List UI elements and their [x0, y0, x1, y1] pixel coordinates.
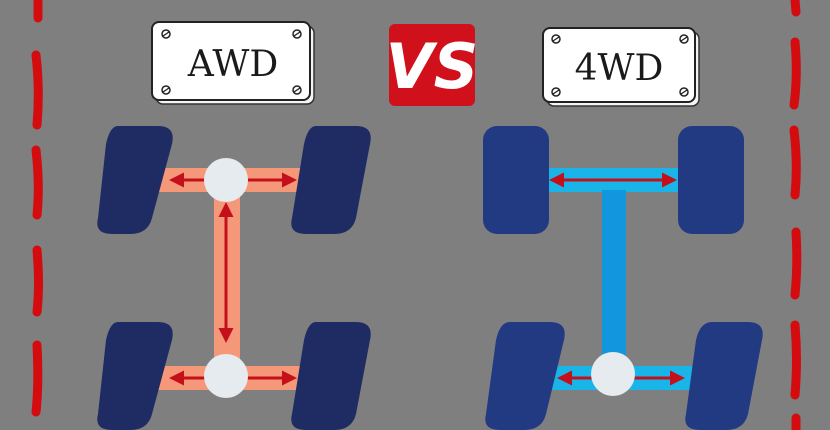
vs-badge: VS — [386, 24, 479, 106]
awd-rear-right-tire — [291, 322, 371, 430]
awd-front-differential — [204, 158, 248, 202]
screw-icon — [679, 87, 689, 97]
4wd-drivetrain — [483, 126, 763, 430]
screw-icon — [161, 29, 171, 39]
screw-icon — [679, 34, 689, 44]
4wd-label: 4WD — [575, 48, 664, 89]
screw-icon — [292, 29, 302, 39]
screw-icon — [551, 34, 561, 44]
screw-icon — [551, 87, 561, 97]
4wd-front-left-tire — [483, 126, 549, 234]
awd-front-left-tire — [97, 126, 173, 234]
screw-icon — [292, 85, 302, 95]
right-lane-line — [789, 0, 802, 430]
4wd-rear-differential — [591, 352, 635, 396]
awd-label: AWD — [187, 44, 278, 85]
awd-drivetrain — [97, 126, 371, 430]
4wd-rear-right-tire — [685, 322, 763, 430]
awd-rear-differential — [204, 354, 248, 398]
vs-label: VS — [386, 30, 479, 103]
screw-icon — [161, 85, 171, 95]
awd-front-right-tire — [291, 126, 371, 234]
4wd-plate: 4WD — [542, 27, 700, 107]
awd-rear-left-tire — [97, 322, 173, 430]
awd-plate: AWD — [151, 21, 315, 105]
4wd-front-right-tire — [678, 126, 744, 234]
4wd-rear-left-tire — [485, 322, 565, 430]
left-lane-line — [31, 0, 43, 417]
4wd-driveshaft — [602, 190, 626, 370]
